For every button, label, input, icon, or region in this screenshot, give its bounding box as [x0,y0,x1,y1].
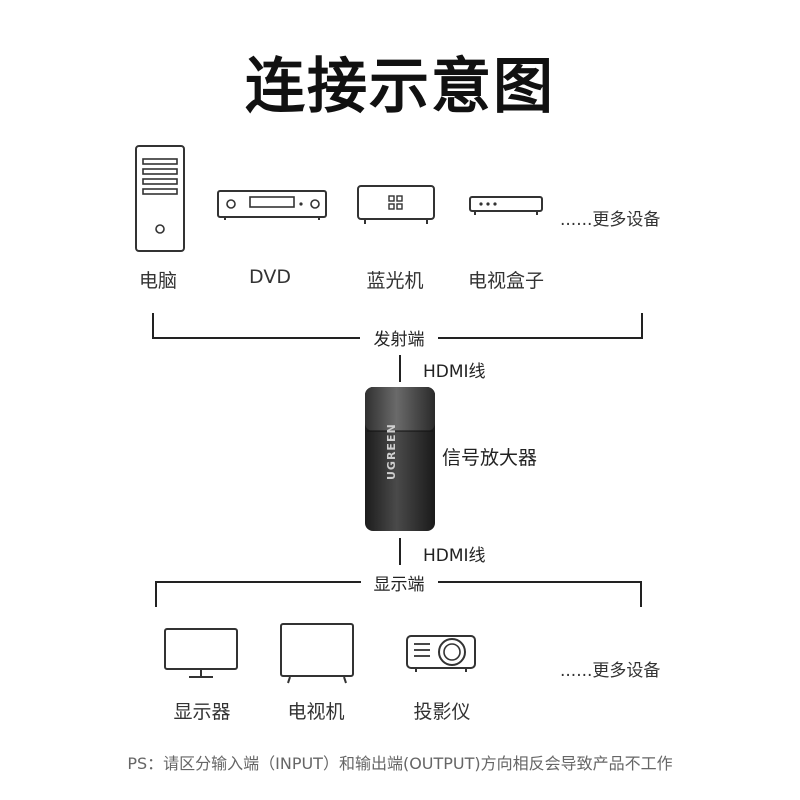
cable-top-line [399,355,401,382]
cable-bottom-label: HDMI线 [423,546,486,566]
source-label-dvd: DVD [249,266,291,288]
footer-note: PS：请区分输入端（INPUT）和输出端(OUTPUT)方向相反会导致产品不工作 [127,754,673,773]
source-bracket-line-left [152,337,360,339]
source-label-bluray: 蓝光机 [366,270,424,292]
projector-icon [406,635,476,672]
display-label-projector: 投影仪 [413,701,471,723]
source-end-label: 发射端 [373,330,425,350]
signal-amplifier-icon [365,387,435,531]
monitor-icon [164,628,238,678]
display-bracket-right [640,581,642,607]
source-bracket-right [641,313,643,339]
source-more-label: ......更多设备 [560,210,661,230]
dvd-player-icon [217,190,327,220]
cable-top-label: HDMI线 [423,362,486,382]
tv-icon [280,623,354,684]
display-end-label: 显示端 [373,575,425,595]
display-label-tv: 电视机 [287,701,345,723]
display-bracket-left [155,581,157,607]
display-label-monitor: 显示器 [173,701,231,723]
cable-bottom-line [399,538,401,565]
display-bracket-line-right [438,581,642,583]
page-title: 连接示意图 [245,52,555,122]
source-label-tvbox: 电视盒子 [467,270,544,292]
display-more-label: ......更多设备 [560,661,661,681]
device-label: 信号放大器 [442,447,538,469]
bluray-player-icon [357,185,435,224]
pc-tower-icon [135,145,185,252]
device-brand: UGREEN [385,423,398,480]
display-bracket-line-left [155,581,361,583]
tv-box-icon [469,196,543,215]
source-label-pc: 电脑 [138,270,177,292]
source-bracket-line-right [438,337,643,339]
source-bracket-left [152,313,154,339]
